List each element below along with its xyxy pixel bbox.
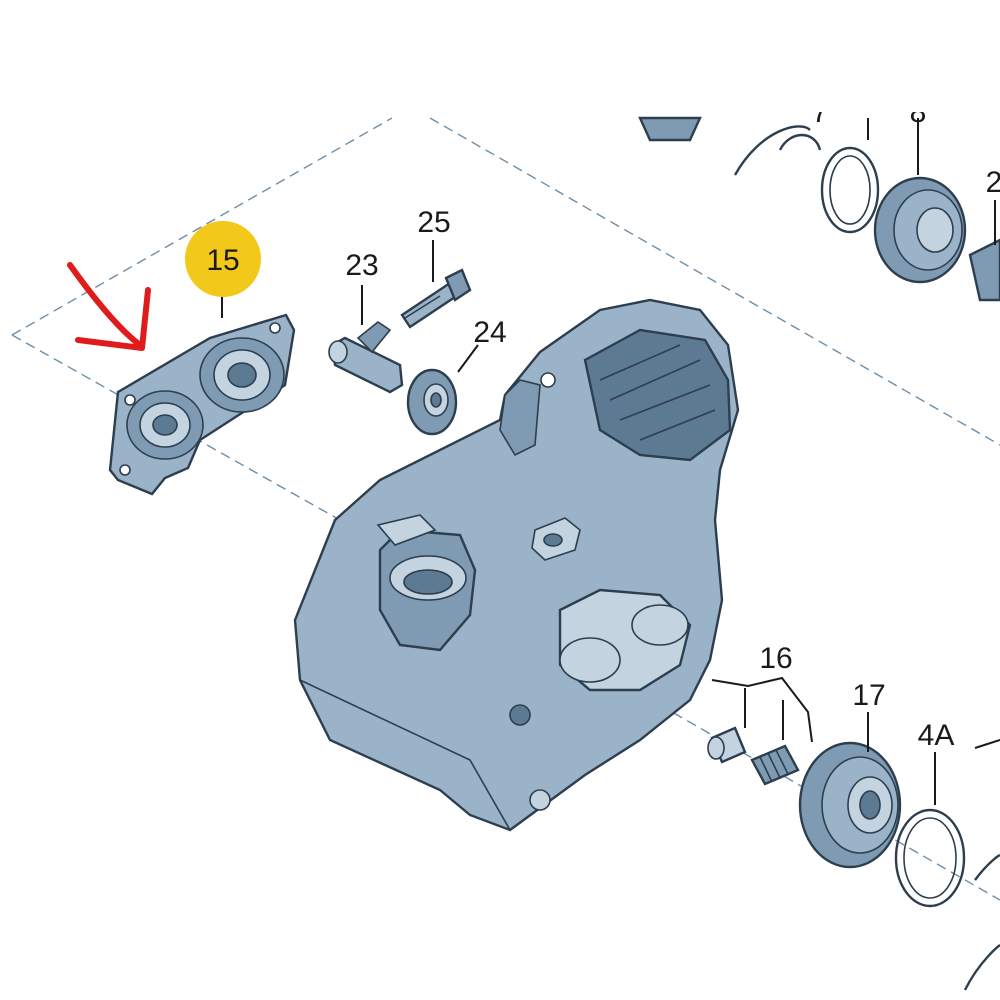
red-pointer-arrow bbox=[67, 262, 151, 351]
callout-24: 24 bbox=[473, 316, 506, 349]
part-23-lever-pin[interactable] bbox=[328, 321, 404, 394]
gearbox-housing[interactable] bbox=[293, 298, 740, 832]
partial-ring-lower-right bbox=[963, 853, 1000, 991]
part-17-gear[interactable] bbox=[798, 741, 902, 869]
part-15-bearing-cover-plate[interactable] bbox=[108, 313, 296, 496]
part-16-needle-bearing-set[interactable] bbox=[707, 726, 800, 786]
assembly-guide-lines bbox=[11, 117, 1000, 901]
callout-15: 15 bbox=[206, 244, 239, 277]
leader-lines bbox=[221, 118, 1000, 805]
part-4a-synchro-ring[interactable] bbox=[894, 808, 966, 908]
callout-4a: 4A bbox=[918, 719, 955, 752]
callout-23: 23 bbox=[345, 249, 378, 282]
callout-16: 16 bbox=[759, 642, 792, 675]
callout-25: 25 bbox=[417, 206, 450, 239]
highlight-badge-15 bbox=[185, 221, 261, 297]
part-25-bolt[interactable] bbox=[400, 268, 472, 329]
callout-2: 2 bbox=[986, 166, 1000, 199]
top-crop-mask bbox=[600, 80, 1000, 112]
callout-17: 17 bbox=[852, 679, 885, 712]
upper-right-gear-stack bbox=[638, 116, 1000, 302]
part-24-gear[interactable] bbox=[406, 368, 458, 436]
